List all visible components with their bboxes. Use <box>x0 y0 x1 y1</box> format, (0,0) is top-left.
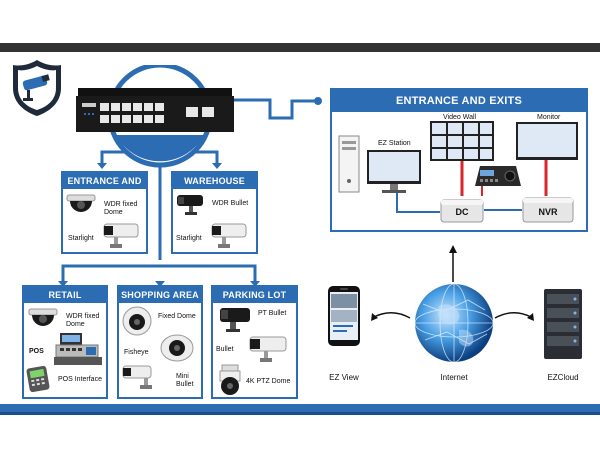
panel-title: ENTRANCE AND EXITS <box>63 173 146 202</box>
ptz-dome-camera-icon <box>217 364 243 396</box>
label-pos: POS <box>29 348 44 355</box>
panel-warehouse: WAREHOUSE <box>171 171 258 254</box>
top-divider-bar <box>0 43 600 52</box>
label-fixed-dome: Fixed Dome <box>158 313 196 320</box>
control-keyboard-icon <box>474 164 522 190</box>
label-nvr: NVR <box>538 207 558 217</box>
panel-title: ENTRANCE AND EXITS <box>332 90 586 112</box>
pc-tower-icon <box>338 135 360 193</box>
label-wdr-fixed-dome: WDR fixed Dome <box>66 313 100 328</box>
label-internet: Internet <box>440 373 468 382</box>
bullet-camera-icon <box>100 222 144 250</box>
dc-device-icon <box>440 196 484 224</box>
panel-entrance-exits-small: ENTRANCE AND EXITS <box>61 171 148 254</box>
monitor-icon <box>366 149 422 195</box>
bottom-divider-bar <box>0 404 600 412</box>
monitor-icon <box>516 122 578 162</box>
smartphone-icon <box>327 285 361 347</box>
bullet-camera-icon <box>175 193 207 217</box>
panel-shopping-area: SHOPPING AREA <box>117 285 203 399</box>
pt-bullet-camera-icon <box>214 304 254 334</box>
dome-camera-icon <box>28 307 58 331</box>
video-wall-icon <box>430 121 494 161</box>
bullet-camera-icon <box>246 334 292 364</box>
panel-title: SHOPPING AREA <box>119 287 201 303</box>
internet-globe-icon <box>413 282 495 364</box>
label-bullet: Bullet <box>216 346 234 353</box>
bullet-camera-icon <box>208 222 252 250</box>
label-ez-station: EZ Station <box>378 140 411 147</box>
label-monitor: Monitor <box>537 114 561 121</box>
label-wdr-fixed-dome: WDR fixed Dome <box>104 201 138 216</box>
label-starlight: Starlight <box>68 235 94 242</box>
label-wdr-bullet: WDR Bullet <box>212 200 249 207</box>
network-switch-icon <box>76 62 236 170</box>
label-pt-bullet: PT Bullet <box>258 310 287 317</box>
fisheye-camera-icon <box>160 333 194 363</box>
label-ezcloud: EZCloud <box>547 373 579 382</box>
label-fisheye: Fisheye <box>124 349 149 356</box>
cash-register-icon <box>54 331 104 367</box>
label-dc: DC <box>455 207 469 217</box>
nvr-device-icon <box>522 194 574 224</box>
cloud-server-icon <box>543 288 583 360</box>
panel-title: WAREHOUSE <box>173 173 256 189</box>
label-mini-bullet: Mini Bullet <box>176 373 194 388</box>
label-pos-interface: POS Interface <box>58 376 102 383</box>
label-ez-view: EZ View <box>329 373 359 382</box>
panel-title: PARKING LOT <box>213 287 296 303</box>
mini-bullet-camera-icon <box>120 364 160 392</box>
bottom-divider-bar-shade <box>0 412 600 415</box>
panel-title: RETAIL <box>24 287 106 303</box>
pos-terminal-icon <box>24 365 54 393</box>
label-video-wall: Video Wall <box>443 114 477 121</box>
cctv-shield-logo-icon <box>11 58 63 118</box>
label-4k-ptz-dome: 4K PTZ Dome <box>246 378 291 385</box>
dome-camera-icon <box>66 193 96 215</box>
fixed-dome-camera-icon <box>121 305 153 337</box>
label-starlight: Starlight <box>176 235 202 242</box>
